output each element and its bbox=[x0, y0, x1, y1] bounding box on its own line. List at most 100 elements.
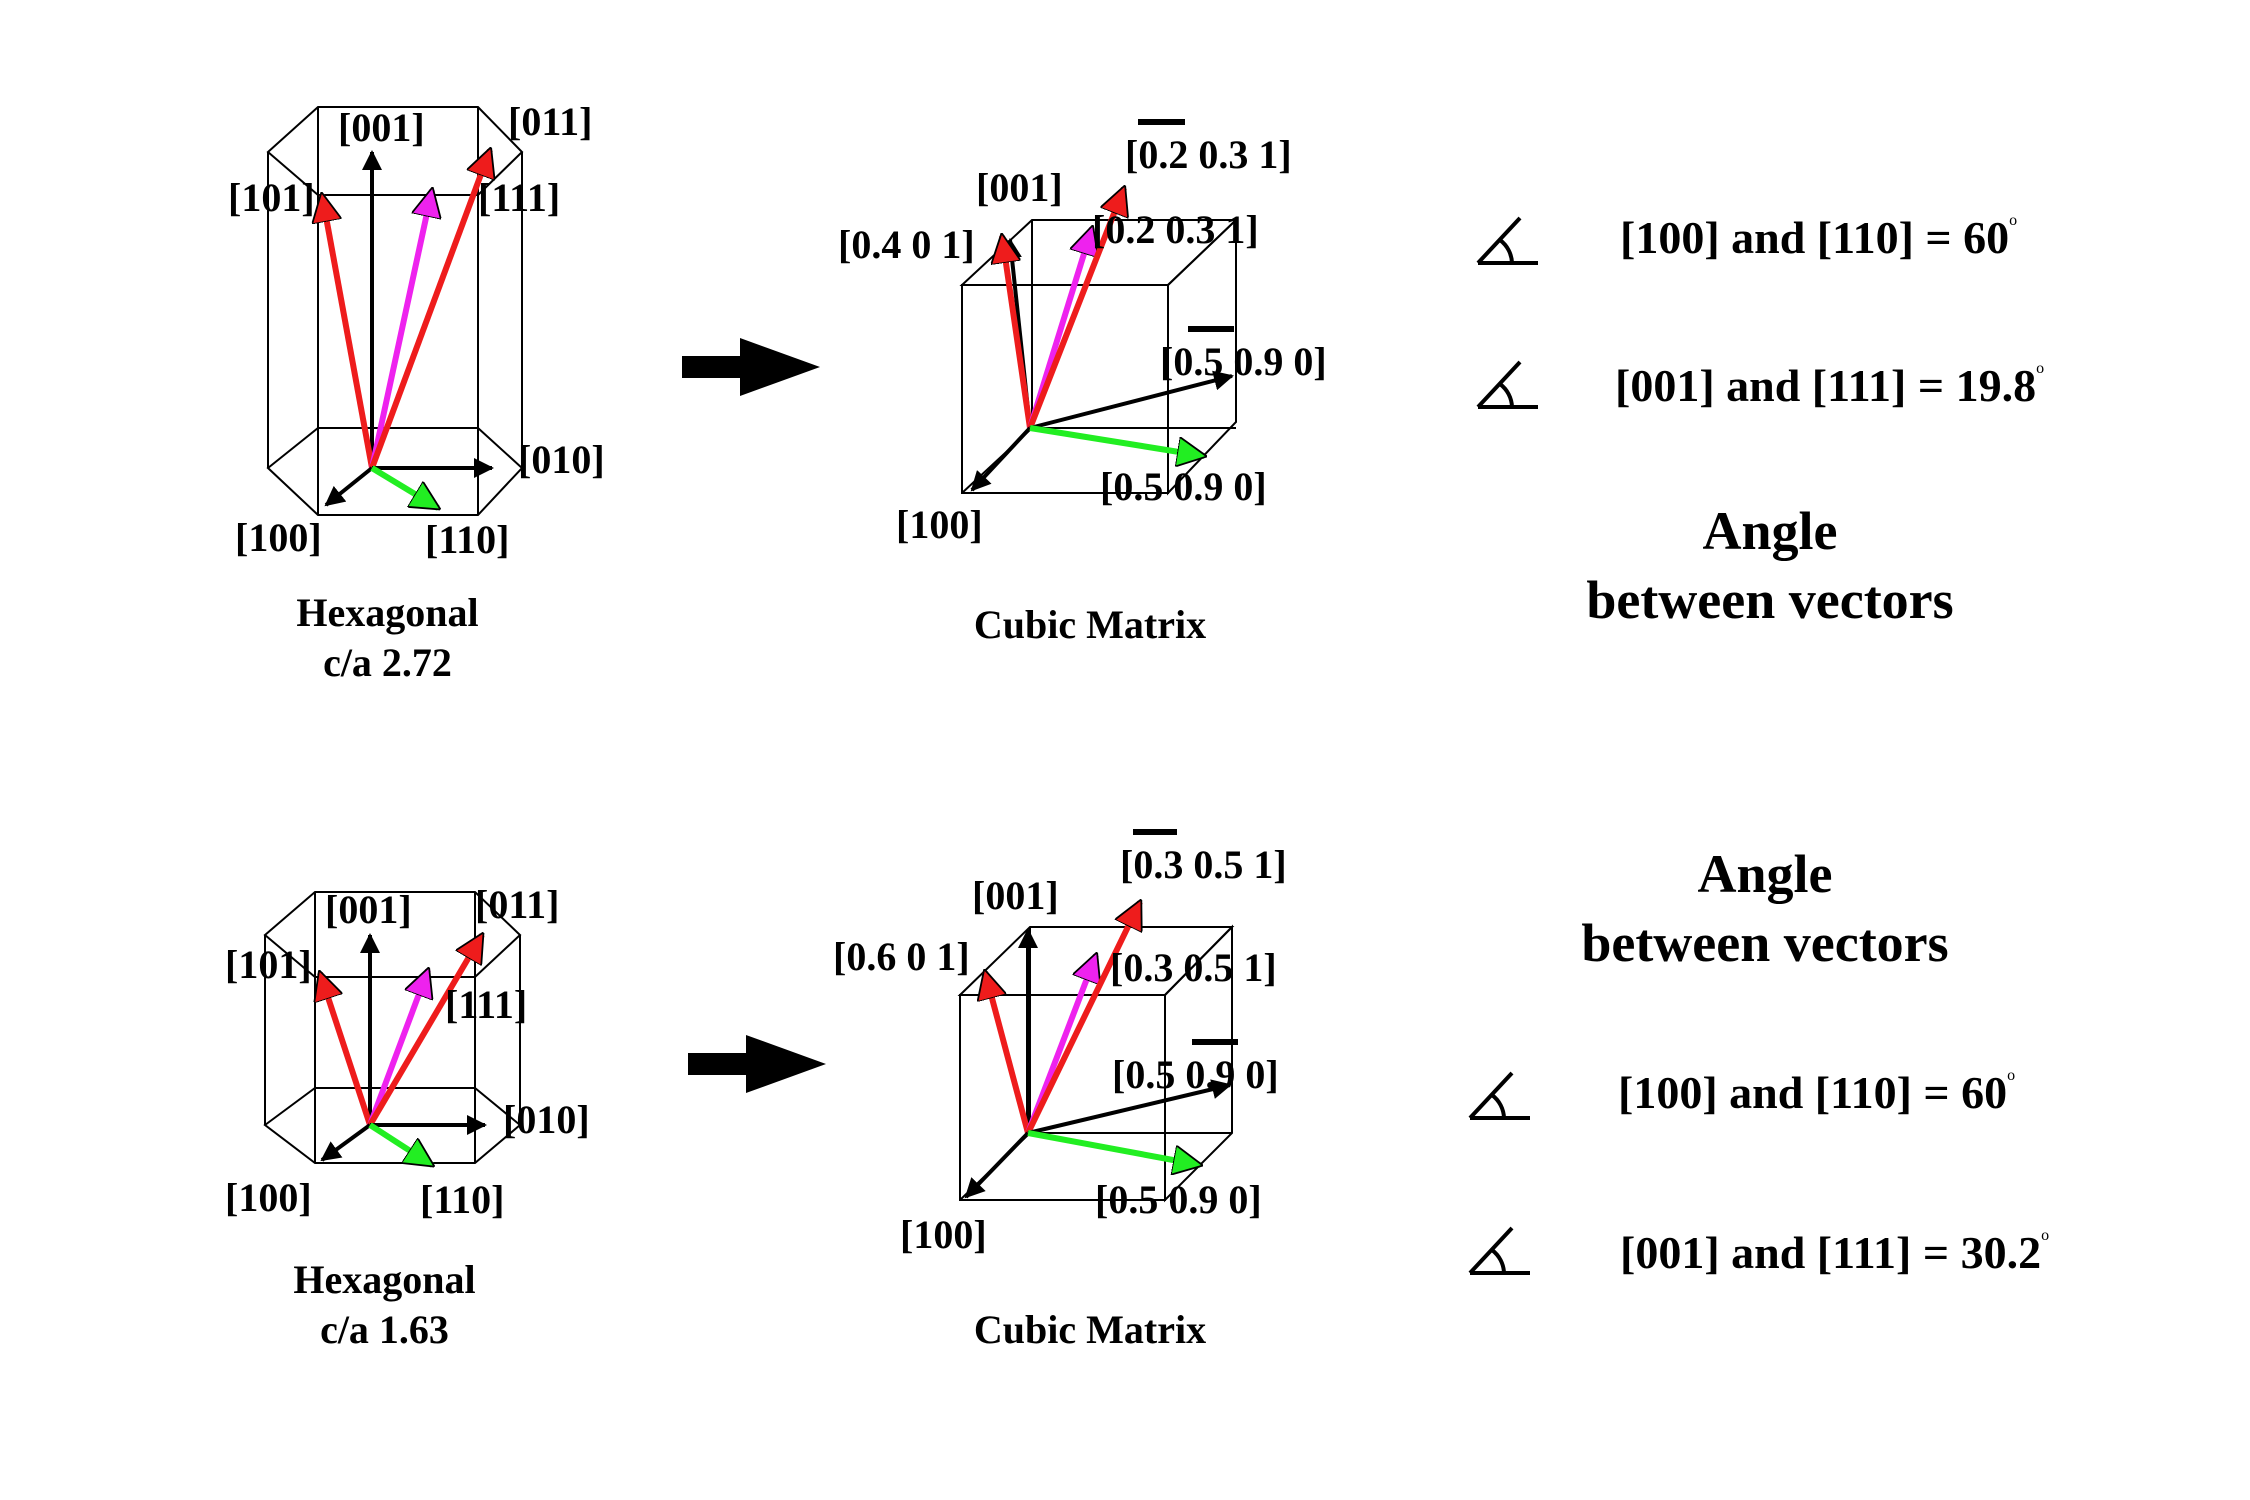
angle-relation-2: [001] and [111] = 30.2o bbox=[1620, 1226, 2050, 1278]
hex-label-010: [010] bbox=[518, 437, 605, 482]
vec-cubic-110 bbox=[1027, 1130, 1200, 1165]
vec-110 bbox=[368, 1122, 432, 1165]
hex-vectors-2 bbox=[320, 935, 487, 1165]
cubic-label-010-value: [0.5 0.9 0] bbox=[1112, 1052, 1279, 1097]
angle-title-line2: between vectors bbox=[1586, 570, 1954, 631]
cubic-label-011-value: [0.3 0.5 1] bbox=[1120, 842, 1287, 887]
hex-vectors-1 bbox=[322, 150, 492, 508]
angle-relation-2: [001] and [111] = 19.8o bbox=[1615, 359, 2045, 409]
angle-icon bbox=[1476, 360, 1538, 409]
overbar bbox=[1188, 326, 1234, 332]
cubic-label-011-text: [0.2 0.3 1] bbox=[1125, 119, 1292, 177]
overbar bbox=[1192, 1039, 1238, 1045]
hex-label-100: [100] bbox=[235, 515, 322, 560]
vec-cubic-0401 bbox=[1002, 236, 1033, 429]
cubic-label-010-value: [0.5 0.9 0] bbox=[1160, 339, 1327, 384]
angle-title-line1: Angle bbox=[1702, 501, 1838, 561]
cubic-caption-1: Cubic Matrix bbox=[973, 602, 1207, 647]
cubic-label-011-value: [0.2 0.3 1] bbox=[1125, 132, 1292, 177]
hex-label-001: [001] bbox=[325, 887, 412, 932]
hex-label-100: [100] bbox=[225, 1175, 312, 1220]
hex-caption-1: Hexagonal c/a 2.72 bbox=[255, 588, 520, 688]
vec-cubic-0601 bbox=[985, 972, 1031, 1134]
angle-relation-text: [100] and [110] = 60 bbox=[1618, 1067, 2008, 1118]
cubic-label-110: [0.5 0.9 0] bbox=[1100, 464, 1267, 509]
hex-label-011: [011] bbox=[508, 99, 593, 144]
transform-arrow-2 bbox=[688, 1035, 826, 1093]
hex-label-110: [110] bbox=[420, 1177, 505, 1222]
hex-caption-name: Hexagonal bbox=[293, 1257, 476, 1302]
cubic-label-001: [001] bbox=[972, 873, 1059, 918]
vec-101 bbox=[322, 195, 375, 469]
cubic-label-100: [100] bbox=[900, 1212, 987, 1257]
angle-relation-text: [100] and [110] = 60 bbox=[1620, 212, 2010, 263]
vec-cubic-100 bbox=[964, 1131, 1030, 1199]
degree-symbol: o bbox=[2041, 1226, 2050, 1244]
vec-111 bbox=[367, 970, 428, 1127]
hex-caption-2: Hexagonal c/a 1.63 bbox=[252, 1255, 517, 1355]
degree-symbol: o bbox=[2036, 359, 2045, 377]
angle-relation-text: [001] and [111] = 30.2 bbox=[1620, 1227, 2042, 1278]
cubic-label-011: [0.3 0.5 1] bbox=[1120, 829, 1287, 887]
cube-vectors-1 bbox=[970, 188, 1234, 492]
vec-011 bbox=[369, 150, 490, 470]
cubic-label-011-text: [0.3 0.5 1] bbox=[1120, 829, 1287, 887]
cubic-caption-2: Cubic Matrix bbox=[973, 1307, 1207, 1352]
transform-arrow-1 bbox=[682, 338, 820, 396]
overbar bbox=[1138, 119, 1185, 125]
overbar bbox=[1133, 829, 1177, 835]
vec-cubic-110 bbox=[1029, 425, 1204, 456]
hex-prism-2 bbox=[263, 891, 522, 1164]
cube-vectors-2 bbox=[964, 902, 1232, 1199]
hex-caption-ratio: c/a 2.72 bbox=[323, 640, 452, 685]
angle-relation-1: [100] and [110] = 60o bbox=[1618, 1066, 2016, 1118]
cubic-label-111: [0.3 0.5 1] bbox=[1110, 945, 1277, 990]
angle-title-2: Angle between vectors bbox=[1555, 840, 1975, 978]
hex-label-010: [010] bbox=[503, 1097, 590, 1142]
cubic-label-010: [0.5 0.9 0] bbox=[1112, 1039, 1279, 1097]
cubic-label-001: [001] bbox=[976, 165, 1063, 210]
angle-icon bbox=[1468, 1071, 1530, 1120]
angle-title-1: Angle between vectors bbox=[1560, 497, 1980, 635]
angle-icon bbox=[1476, 216, 1538, 265]
vec-111 bbox=[369, 190, 432, 469]
cubic-label-0401: [0.4 0 1] bbox=[838, 222, 975, 267]
cube-right-face bbox=[1167, 217, 1237, 496]
vec-011 bbox=[367, 935, 485, 1127]
cubic-label-010-text: [0.5 0.9 0] bbox=[1112, 1039, 1279, 1097]
cubic-label-110: [0.5 0.9 0] bbox=[1095, 1177, 1262, 1222]
cubic-label-011: [0.2 0.3 1] bbox=[1125, 119, 1292, 177]
angle-relation-1: [100] and [110] = 60o bbox=[1620, 211, 2018, 263]
hex-label-101: [101] bbox=[225, 942, 312, 987]
cubic-label-100: [100] bbox=[896, 502, 983, 547]
vec-cubic-011 bbox=[1025, 902, 1143, 1135]
cubic-label-010: [0.5 0.9 0] bbox=[1160, 326, 1327, 384]
hex-label-110: [110] bbox=[425, 517, 510, 562]
vec-cubic-010 bbox=[1029, 370, 1234, 430]
vec-100 bbox=[320, 1123, 372, 1162]
cubic-label-111: [0.2 0.3 1] bbox=[1092, 207, 1259, 252]
vec-101 bbox=[320, 973, 373, 1126]
hex-label-001: [001] bbox=[338, 105, 425, 150]
vec-cubic-011 bbox=[1027, 188, 1124, 430]
vec-cubic-100 bbox=[970, 426, 1032, 492]
hex-label-101: [101] bbox=[228, 175, 315, 220]
cubic-label-0601: [0.6 0 1] bbox=[833, 934, 970, 979]
angle-title-line1: Angle bbox=[1697, 844, 1833, 904]
hex-caption-ratio: c/a 1.63 bbox=[320, 1307, 449, 1352]
hex-bottom-face bbox=[266, 427, 524, 516]
angle-icon bbox=[1468, 1226, 1530, 1275]
hex-label-111: [111] bbox=[445, 982, 528, 1027]
cubic-label-010-text: [0.5 0.9 0] bbox=[1160, 326, 1327, 384]
vec-110 bbox=[370, 465, 438, 508]
angle-title-line2: between vectors bbox=[1581, 913, 1949, 974]
degree-symbol: o bbox=[2007, 1066, 2016, 1084]
hex-label-011: [011] bbox=[475, 882, 560, 927]
degree-symbol: o bbox=[2009, 211, 2018, 229]
vec-100 bbox=[324, 466, 374, 507]
vec-cubic-010 bbox=[1027, 1079, 1232, 1135]
hex-label-111: [111] bbox=[478, 175, 561, 220]
hex-caption-name: Hexagonal bbox=[296, 590, 479, 635]
